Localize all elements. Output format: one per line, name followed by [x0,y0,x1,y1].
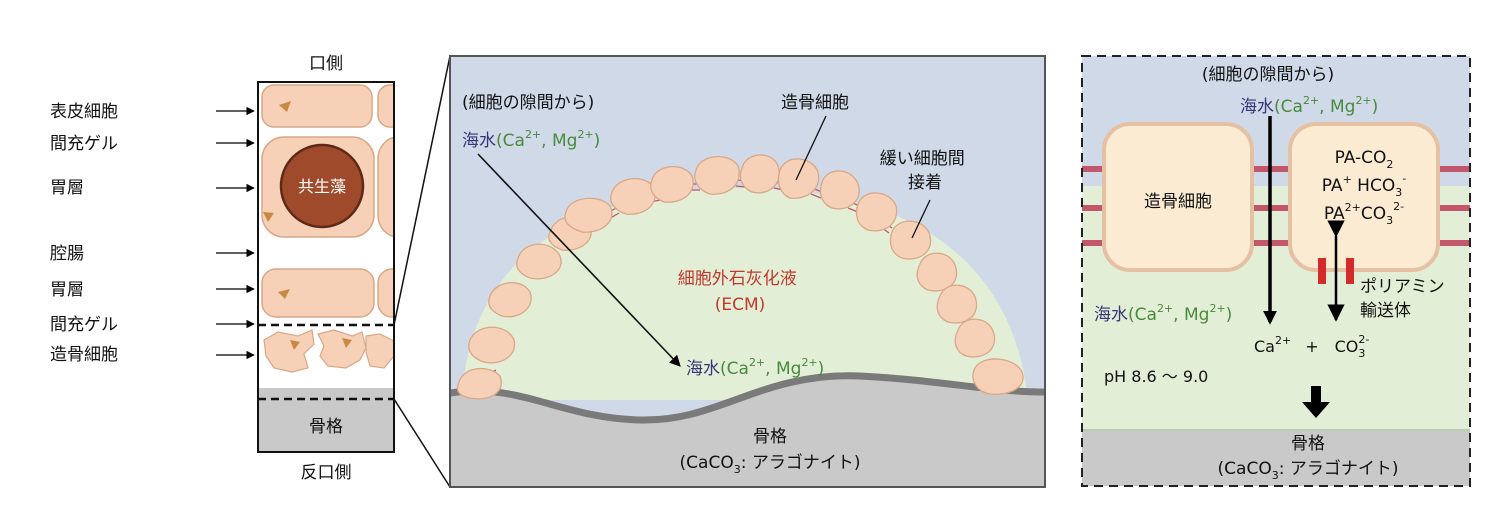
calicoblast-cell [468,326,516,364]
seawater-ion-label-right-top: 海水(Ca2+, Mg2+) [1240,94,1378,117]
skeleton-title-right: 骨格 [1291,434,1325,454]
polyamine-transporter [1346,258,1354,284]
loose-junction-label: 緩い細胞間 接着 [880,149,970,193]
polyamine-transporter [1318,258,1326,284]
calicoblast-cell [739,154,780,194]
calicoblast-cell [564,197,613,233]
symbiotic-algae-label: 共生藻 [298,177,346,196]
epidermis-cell [377,84,394,128]
skeleton-title: 骨格 [753,427,787,447]
calicoblast-cell [855,192,898,232]
seawater-ion-label-inner: 海水(Ca2+, Mg2+) [686,356,824,379]
calicoblast-cell [972,358,1024,395]
pa-co2-label: PA-CO2 [1335,148,1394,171]
skeleton-label: 骨格 [309,417,343,437]
ph-label: pH 8.6 〜 9.0 [1104,367,1208,386]
seawater-path-arrow [477,153,681,367]
seawater-ion-label-right: 海水(Ca2+, Mg2+) [1094,302,1232,325]
pa-hco3-label: PA+ HCO3- [1322,172,1406,199]
calicoblast-cell [819,170,860,210]
polyamine-transporter-label: ポリアミン 輸送体 [1360,277,1450,321]
precipitation-arrow [1302,386,1330,418]
layer-label-calicoblast: 造骨細胞 [50,345,118,365]
calicoblast-cell [889,220,932,260]
calicoblast-cell [488,282,532,318]
calicoblast-cell [516,243,562,280]
calicoblast-cell [365,333,394,369]
skeleton-region [450,375,1045,487]
calcification-detail-panel: (細胞の隙間から) 海水(Ca2+, Mg2+) 造骨細胞 緩い細胞間 接着 細… [449,55,1046,488]
layer-label-gastrodermis: 胃層 [50,178,84,198]
layer-label-mesoglea-lower: 間充ゲル [50,315,118,335]
skeleton-formula-right: (CaCO3: アラゴナイト) [1218,458,1399,482]
skeleton-formula: (CaCO3: アラゴナイト) [680,452,861,476]
aboral-side-label: 反口側 [301,463,352,483]
zoom-line-bottom [393,398,451,488]
layer-label-epidermis: 表皮細胞 [50,102,118,122]
calicoblast-cell [456,367,502,400]
layer-label-mesoglea: 間充ゲル [50,134,118,154]
seawater-ion-label-top: 海水(Ca2+, Mg2+) [462,128,600,151]
symbiotic-algae [279,143,365,229]
calicoblast-cell [650,166,694,203]
tissue-column-panel: 口側 共生藻 骨格 [50,54,395,483]
oral-side-label: 口側 [309,54,343,74]
tight-junction-bars [1082,166,1470,246]
osteoblast-cell [1102,122,1254,272]
skeleton-region [1082,430,1470,486]
ecm-region [462,188,1028,400]
osteoblast-cell-right [1288,122,1440,272]
calicoblast-cell [936,284,978,324]
calicoblast-layer [456,154,1024,400]
osteoblast-label: 造骨細胞 [781,93,849,113]
calicoblast-cell [916,252,958,292]
gap-source-label-right: (細胞の隙間から) [1202,65,1334,85]
layer-label-coelenteron: 腔腸 [50,244,84,264]
layer-label-gastrodermis-lower: 胃層 [50,280,84,300]
gap-source-label: (細胞の隙間から) [462,93,594,113]
calcium-carbonate-equation: Ca2++CO32- [1254,333,1369,360]
zoom-line-top [393,55,451,326]
ion-transport-panel: (細胞の隙間から) 海水(Ca2+, Mg2+) 造骨細胞 PA-CO2 PA+… [1081,55,1471,487]
calicoblast-cell [263,329,315,373]
gastrodermis-cell [377,136,394,238]
tissue-column: 共生藻 [258,82,394,452]
ecm-label: 細胞外石灰化液 (ECM) [678,269,802,315]
gastrodermis-cell [377,268,394,318]
calicoblast-cell [694,156,740,195]
pa-co3-label: PA2+CO32- [1324,200,1404,227]
calicoblast-cell [954,318,996,358]
epidermis-cell [261,84,373,128]
osteoblast-label-right: 造骨細胞 [1144,192,1212,212]
calicoblast-cell [777,158,820,199]
calicoblast-cell [317,329,367,369]
gastrodermis-cell [261,268,375,318]
calicoblast-cell [610,178,656,215]
